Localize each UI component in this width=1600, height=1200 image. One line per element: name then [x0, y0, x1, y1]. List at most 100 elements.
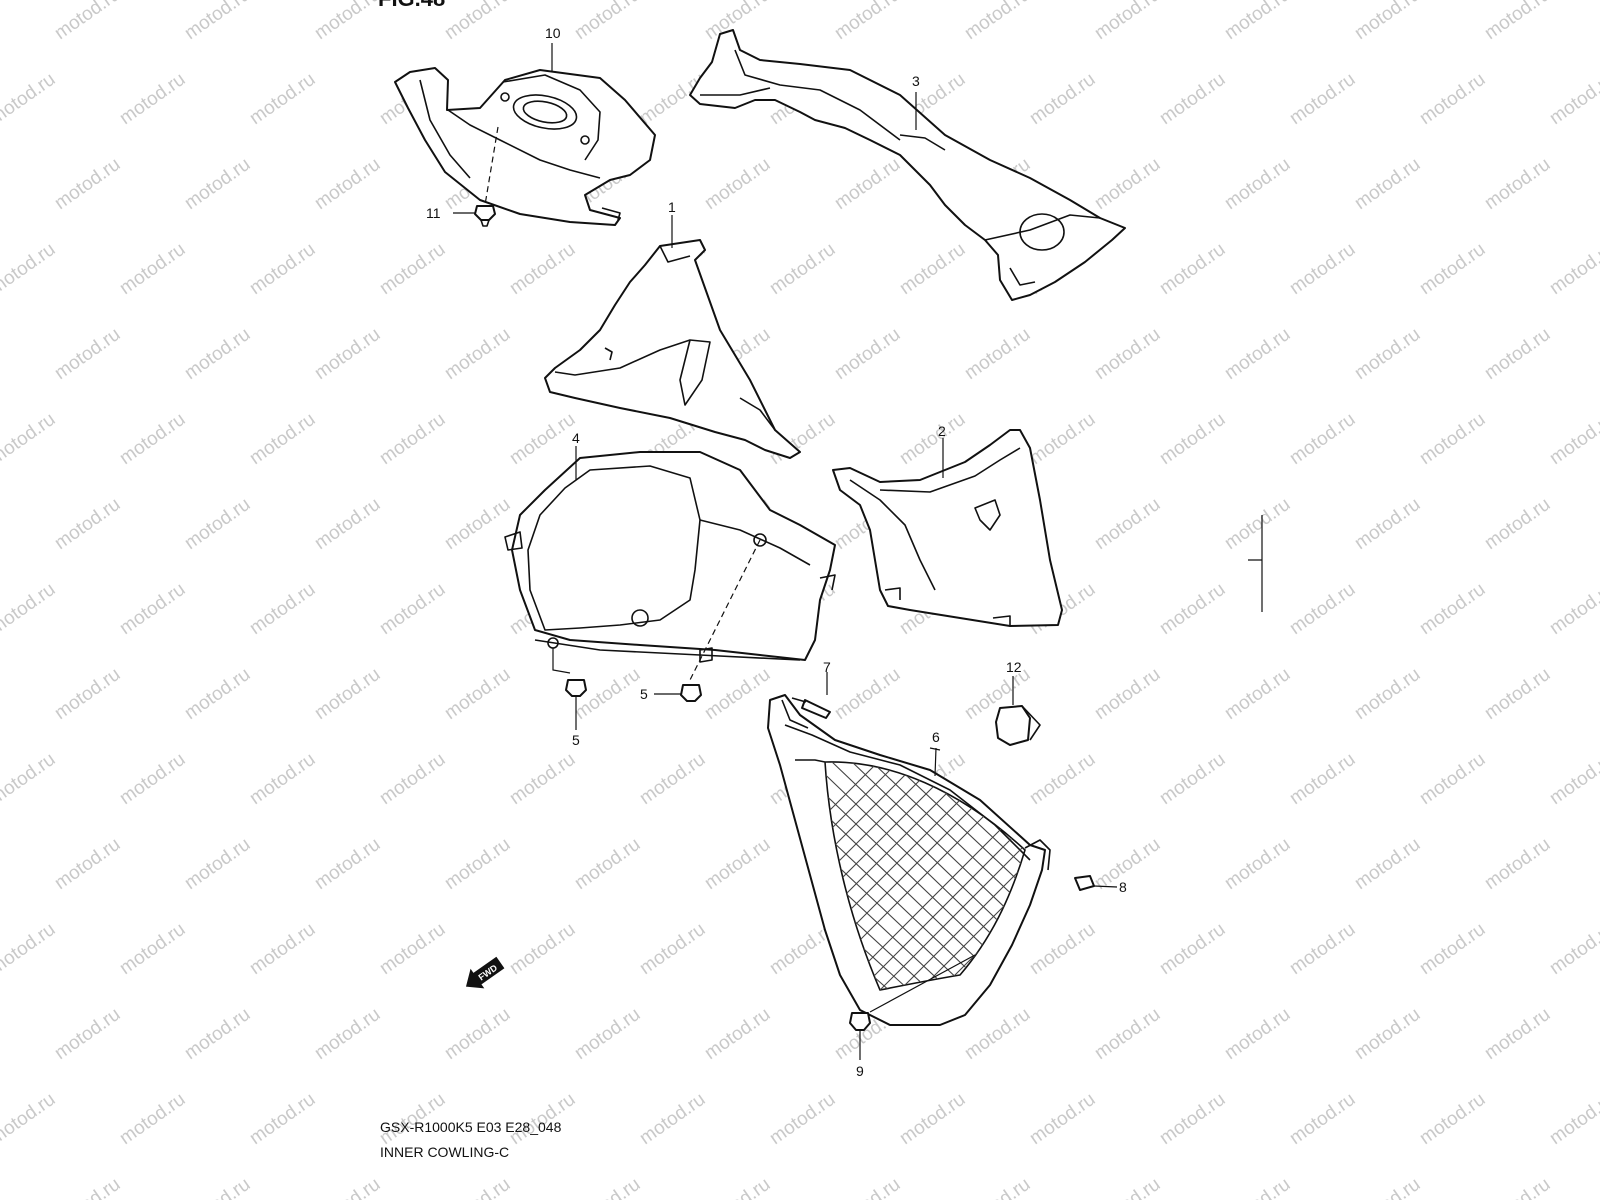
watermark-text: motod.ru	[181, 0, 254, 44]
watermark-text: motod.ru	[441, 664, 514, 724]
part-1-inner-panel	[544, 239, 801, 459]
watermark-text: motod.ru	[571, 834, 644, 894]
watermark-text: motod.ru	[831, 0, 904, 44]
watermark-text: motod.ru	[0, 239, 59, 299]
watermark-text: motod.ru	[1351, 494, 1424, 554]
watermark-text: motod.ru	[0, 749, 59, 809]
callout-leaders	[453, 43, 944, 777]
watermark-text: motod.ru	[701, 0, 774, 44]
watermark-text: motod.ru	[1156, 239, 1229, 299]
watermark-text: motod.ru	[51, 1174, 124, 1200]
watermark-text: motod.ru	[246, 579, 319, 639]
watermark-text: motod.ru	[636, 919, 709, 979]
part-6-grille-panel	[767, 694, 1051, 1026]
watermark-text: motod.ru	[831, 154, 904, 214]
watermark-text: motod.ru	[246, 239, 319, 299]
watermark-text: motod.ru	[181, 1174, 254, 1200]
part-12-clip	[995, 676, 1041, 746]
watermark-text: motod.ru	[1481, 0, 1554, 44]
watermark-text: motod.ru	[376, 749, 449, 809]
watermark-text: motod.ru	[831, 664, 904, 724]
watermark-text: motod.ru	[51, 154, 124, 214]
callout-7: 7	[823, 659, 831, 675]
part-9-bolt	[849, 954, 976, 1060]
watermark-text: motod.ru	[311, 834, 384, 894]
watermark-text: motod.ru	[181, 1004, 254, 1064]
watermark-text: motod.ru	[1351, 154, 1424, 214]
watermark-text: motod.ru	[1286, 1089, 1359, 1149]
watermark-text: motod.ru	[0, 69, 59, 129]
watermark-text: motod.ru	[1221, 154, 1294, 214]
watermark-text: motod.ru	[376, 239, 449, 299]
watermark-text: motod.ru	[1416, 919, 1489, 979]
watermark-text: motod.ru	[1286, 579, 1359, 639]
watermark-text: motod.ru	[1091, 664, 1164, 724]
watermark-text: motod.ru	[311, 324, 384, 384]
watermark-text: motod.ru	[181, 664, 254, 724]
watermark-text: motod.ru	[1286, 239, 1359, 299]
watermark-text: motod.ru	[1026, 69, 1099, 129]
watermark-text: motod.ru	[701, 1174, 774, 1200]
watermark-text: motod.ru	[506, 749, 579, 809]
callout-5-lower: 5	[572, 732, 580, 748]
watermark-text: motod.ru	[1221, 494, 1294, 554]
watermark-text: motod.ru	[246, 409, 319, 469]
callout-10: 10	[545, 25, 561, 41]
watermark-text: motod.ru	[311, 154, 384, 214]
watermark-text: motod.ru	[181, 494, 254, 554]
figure-title: FIG.48	[378, 0, 445, 11]
watermark-text: motod.ru	[1091, 494, 1164, 554]
watermark-text: motod.ru	[116, 69, 189, 129]
watermark-text: motod.ru	[1286, 919, 1359, 979]
watermark-text: motod.ru	[1351, 664, 1424, 724]
watermark-text: motod.ru	[1546, 239, 1600, 299]
watermark-text: motod.ru	[1351, 834, 1424, 894]
watermark-text: motod.ru	[1546, 409, 1600, 469]
watermark-text: motod.ru	[1546, 69, 1600, 129]
watermark-text: motod.ru	[51, 0, 124, 44]
watermark-text: motod.ru	[506, 409, 579, 469]
watermark-text: motod.ru	[1156, 409, 1229, 469]
part-2-side-panel	[832, 429, 1063, 627]
watermark-text: motod.ru	[506, 239, 579, 299]
watermark-text: motod.ru	[571, 1174, 644, 1200]
watermark-text: motod.ru	[181, 324, 254, 384]
watermark-text: motod.ru	[51, 664, 124, 724]
watermark-text: motod.ru	[1091, 1004, 1164, 1064]
watermark-text: motod.ru	[1091, 1174, 1164, 1200]
watermark-text: motod.ru	[1286, 409, 1359, 469]
watermark-text: motod.ru	[1221, 664, 1294, 724]
watermark-text: motod.ru	[1416, 1089, 1489, 1149]
watermark-text: motod.ru	[701, 1004, 774, 1064]
fwd-arrow: FWD	[465, 956, 505, 989]
part-7-screw	[791, 672, 831, 719]
watermark-text: motod.ru	[116, 579, 189, 639]
watermark-text: motod.ru	[441, 324, 514, 384]
watermark-text: motod.ru	[571, 0, 644, 44]
watermark-text: motod.ru	[896, 1089, 969, 1149]
watermark-text: motod.ru	[376, 919, 449, 979]
watermark-text: motod.ru	[1286, 749, 1359, 809]
watermark-text: motod.ru	[441, 494, 514, 554]
watermark-text: motod.ru	[1091, 154, 1164, 214]
callout-11: 11	[426, 205, 441, 221]
watermark-text: motod.ru	[1481, 834, 1554, 894]
watermark-text: motod.ru	[1156, 1089, 1229, 1149]
watermark-text: motod.ru	[896, 409, 969, 469]
watermark-text: motod.ru	[116, 919, 189, 979]
caption-name: INNER COWLING-C	[380, 1144, 509, 1160]
watermark-text: motod.ru	[1221, 0, 1294, 44]
watermark-text: motod.ru	[1351, 1004, 1424, 1064]
callout-9: 9	[856, 1063, 864, 1079]
watermark-text: motod.ru	[1351, 324, 1424, 384]
watermark-text: motod.ru	[1481, 1004, 1554, 1064]
callout-3: 3	[912, 73, 920, 89]
watermark-text: motod.ru	[246, 69, 319, 129]
part-4-side-panel	[504, 451, 836, 663]
part-11-bolt	[474, 126, 499, 227]
watermark-text: motod.ru	[0, 919, 59, 979]
watermark-text: motod.ru	[1026, 1089, 1099, 1149]
watermark-text: motod.ru	[896, 239, 969, 299]
watermark-text: motod.ru	[1481, 1174, 1554, 1200]
